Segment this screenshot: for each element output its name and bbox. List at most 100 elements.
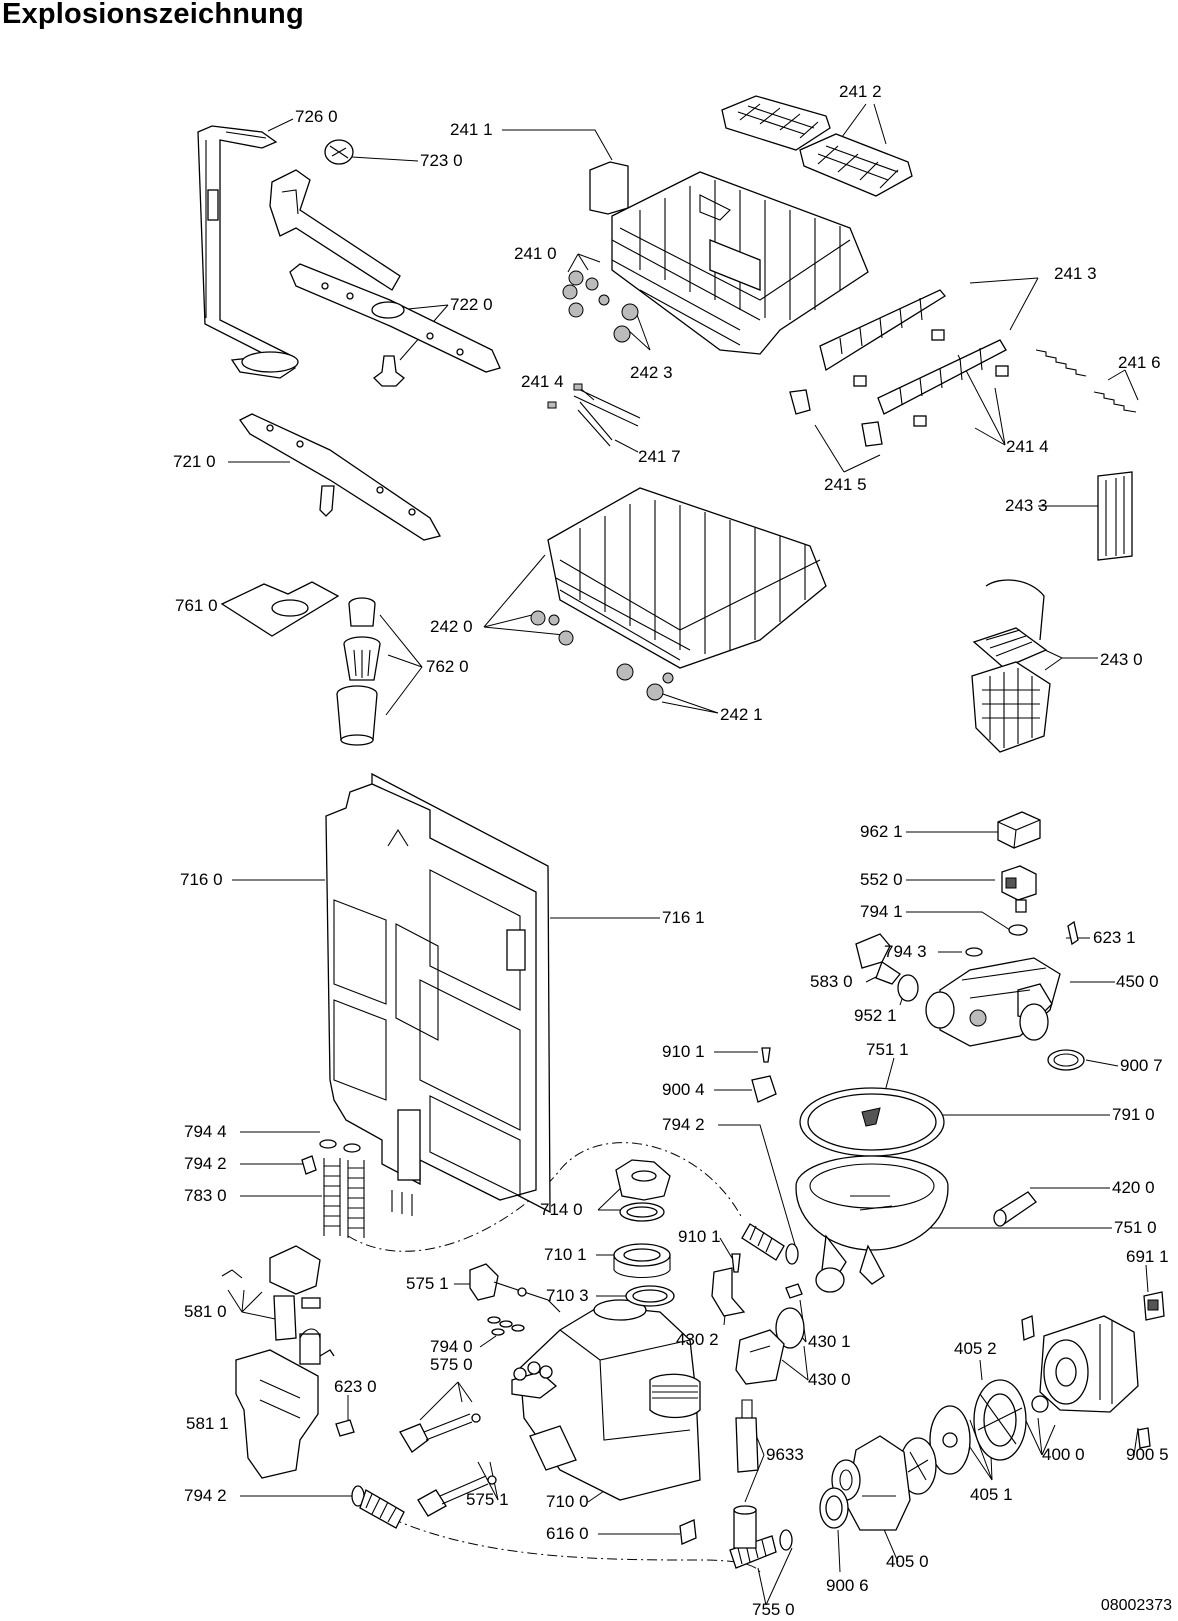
- filter-plate: [220, 581, 340, 637]
- ring-710-1: [613, 1243, 671, 1278]
- capacitor-691-1: [1143, 1291, 1165, 1321]
- part-label: 910 1: [662, 1042, 705, 1061]
- water-valve-581-1: [235, 1328, 335, 1479]
- o-rings-794-0: [487, 1316, 525, 1336]
- valve-coil-552-0: [1001, 865, 1037, 913]
- clamp-430-1: [775, 1283, 805, 1349]
- sump-housing: [511, 1299, 701, 1501]
- part-label: 794 2: [184, 1154, 227, 1173]
- lower-basket: [547, 487, 827, 669]
- regeneration-valve-575-1: [469, 1263, 561, 1313]
- seal-710-3: [625, 1285, 675, 1307]
- part-label: 900 6: [826, 1576, 869, 1595]
- part-label: 241 3: [1054, 264, 1097, 283]
- part-label: 761 0: [175, 596, 218, 615]
- pressure-sensor-962-1: [997, 811, 1041, 849]
- part-label: 794 2: [184, 1486, 227, 1505]
- part-label: 420 0: [1112, 1178, 1155, 1197]
- part-label: 241 2: [839, 82, 882, 101]
- part-label: 575 1: [466, 1490, 509, 1509]
- part-label: 623 0: [334, 1377, 377, 1396]
- regeneration-pump-9633: [733, 1399, 759, 1549]
- part-label: 405 1: [970, 1485, 1013, 1504]
- side-panel-insulation: [325, 783, 537, 1216]
- part-label: 791 0: [1112, 1105, 1155, 1124]
- rail-clips-241-5: [789, 389, 883, 447]
- spray-nozzle: [324, 139, 354, 165]
- flow-meter-581-0: [221, 1245, 321, 1341]
- part-label: 952 1: [854, 1006, 897, 1025]
- part-label: 762 0: [426, 657, 469, 676]
- coarse-filter: [336, 597, 381, 746]
- hoses-783-0: [323, 1158, 365, 1238]
- impeller-parts-405-1: [899, 1405, 971, 1495]
- part-label: 243 3: [1005, 496, 1048, 515]
- part-label: 721 0: [173, 452, 216, 471]
- part-label: 794 0: [430, 1337, 473, 1356]
- basket-rails: [819, 289, 1009, 427]
- clip-616-0: [679, 1519, 697, 1545]
- sensor-420-0: [993, 1191, 1037, 1227]
- part-label: 241 5: [824, 475, 867, 494]
- hose-430-2: [711, 1267, 746, 1317]
- part-label: 783 0: [184, 1186, 227, 1205]
- assembly-lines: [347, 1142, 761, 1573]
- basket-rollers-241-0: [562, 270, 610, 318]
- cutlery-holder-insert: [1097, 471, 1133, 561]
- upper-spray-arm-support: [269, 169, 401, 291]
- upper-spray-arm: [289, 263, 501, 373]
- part-label: 710 0: [546, 1492, 589, 1511]
- part-label: 430 2: [676, 1330, 719, 1349]
- part-label: 241 1: [450, 120, 493, 139]
- part-label: 400 0: [1042, 1445, 1085, 1464]
- screw-910-1-top: [761, 1047, 771, 1063]
- part-label: 575 1: [406, 1274, 449, 1293]
- part-label: 430 1: [808, 1332, 851, 1351]
- valves-575-0: [399, 1413, 497, 1517]
- ring-794-3: [965, 947, 983, 957]
- part-label: 241 7: [638, 447, 681, 466]
- part-label: 242 0: [430, 617, 473, 636]
- part-label: 241 4: [521, 372, 564, 391]
- sump-nut-714-0: [615, 1159, 671, 1222]
- part-label: 714 0: [540, 1200, 583, 1219]
- heater-pot-751-0: [795, 1155, 949, 1293]
- part-label: 722 0: [450, 295, 493, 314]
- upper-basket: [589, 161, 869, 355]
- document-number: 08002373: [1100, 1597, 1172, 1614]
- seal-794-2-right: [785, 1243, 799, 1265]
- basket-springs-241-7: [547, 383, 641, 447]
- seal-900-6: [819, 1487, 849, 1529]
- part-label: 583 0: [810, 972, 853, 991]
- sensor-623-0: [335, 1419, 355, 1437]
- part-label: 242 1: [720, 705, 763, 724]
- filter-ring-791-0: [799, 1087, 945, 1157]
- part-label: 910 1: [678, 1227, 721, 1246]
- part-label: 716 0: [180, 870, 223, 889]
- basket-rollers-242-3: [613, 303, 639, 343]
- pump-flange-405-2: [973, 1379, 1027, 1461]
- bracket-900-4: [751, 1075, 777, 1103]
- sensor-623-1: [1067, 920, 1079, 946]
- rings-794-4: [319, 1139, 361, 1153]
- part-label: 794 2: [662, 1115, 705, 1134]
- part-label: 405 2: [954, 1339, 997, 1358]
- part-label: 241 4: [1006, 437, 1049, 456]
- hose-coil: [741, 1223, 785, 1261]
- clip-900-5: [1137, 1427, 1151, 1449]
- part-label: 751 0: [1114, 1218, 1157, 1237]
- pump-motor-400-0: [1039, 1315, 1139, 1413]
- part-label: 581 0: [184, 1302, 227, 1321]
- part-label: 405 0: [886, 1552, 929, 1571]
- part-label: 575 0: [430, 1355, 473, 1374]
- hose-755-0-upper: [359, 1489, 405, 1529]
- ring-952-1: [897, 974, 919, 1002]
- part-label: 723 0: [420, 151, 463, 170]
- part-label: 900 4: [662, 1080, 705, 1099]
- page-title: Explosionszeichnung: [2, 0, 304, 30]
- part-label: 726 0: [295, 107, 338, 126]
- part-label: 794 3: [884, 942, 927, 961]
- part-label: 241 0: [514, 244, 557, 263]
- part-label: 691 1: [1126, 1247, 1169, 1266]
